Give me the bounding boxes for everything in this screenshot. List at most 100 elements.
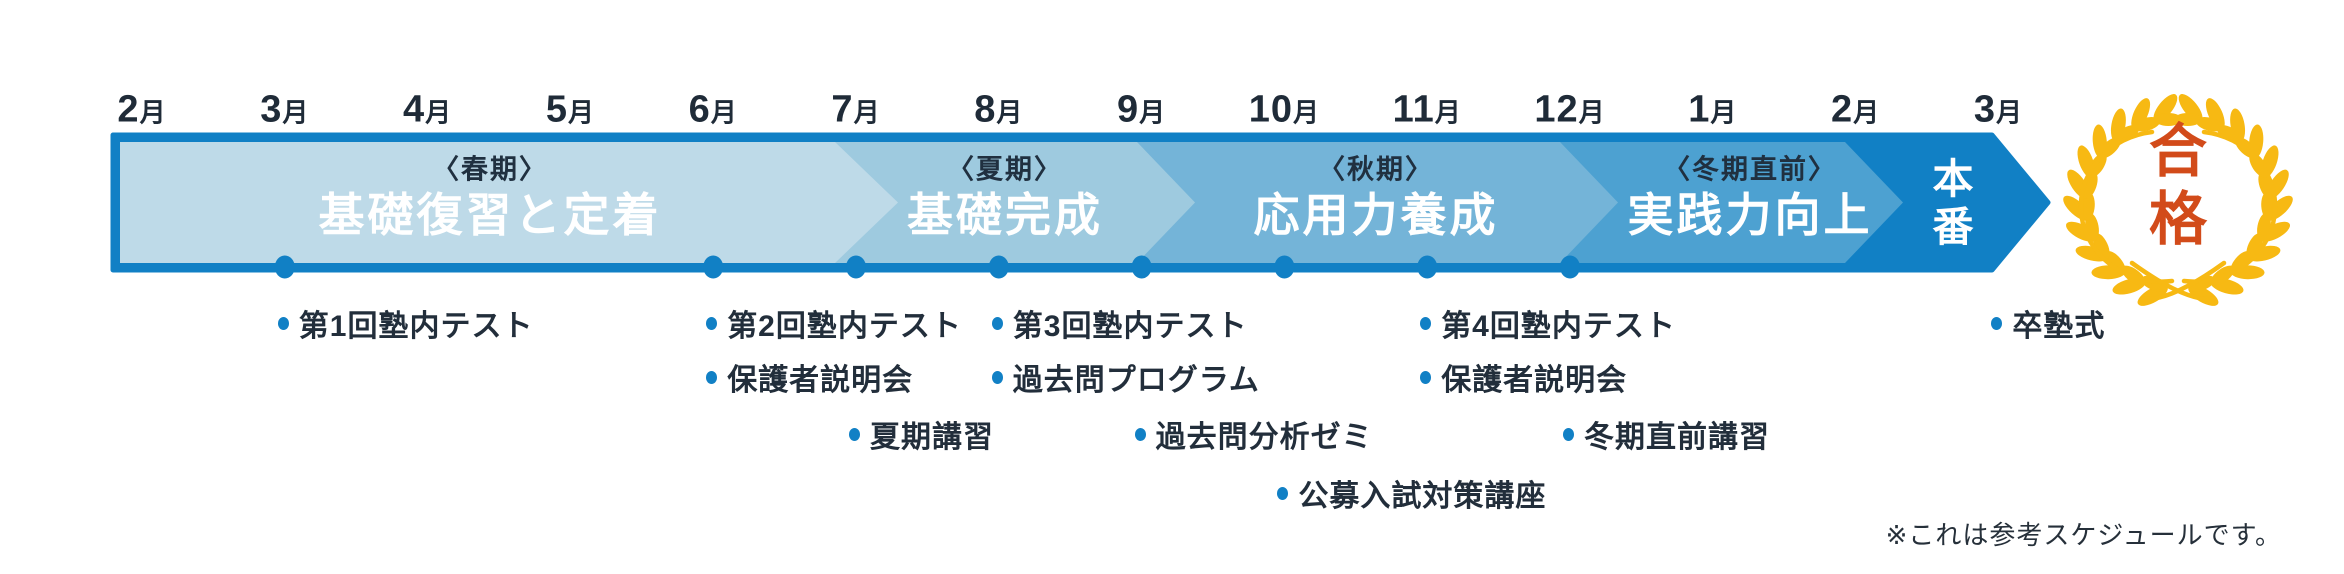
- wreath-leaf: [2173, 112, 2202, 126]
- wreath-leaf: [2205, 98, 2225, 130]
- event-label: 保護者説明会: [1441, 364, 1628, 397]
- month-unit: 月: [139, 97, 167, 128]
- event-bullet-icon: [991, 316, 1003, 330]
- event-bullet-icon: [1991, 316, 2003, 330]
- event-bullet-icon: [1134, 427, 1146, 441]
- month-unit: 月: [1710, 97, 1738, 128]
- event-item: 第2回塾内テスト: [706, 306, 962, 343]
- month-number: 4: [403, 88, 426, 131]
- milestone-dot: [988, 255, 1009, 279]
- phase-kicker: 〈秋期〉: [1318, 154, 1434, 185]
- phase-segment-4: [1560, 142, 1903, 263]
- month-unit: 月: [425, 97, 453, 128]
- milestone-dot: [1560, 255, 1580, 279]
- month-label: 5月: [546, 89, 595, 132]
- month-unit: 月: [1578, 97, 1606, 128]
- event-item: 公募入試対策講座: [1277, 476, 1546, 513]
- event-bullet-icon: [1277, 486, 1289, 500]
- month-unit: 月: [853, 97, 881, 128]
- event-bullet-icon: [277, 316, 289, 330]
- month-label: 3月: [260, 89, 309, 132]
- month-label: 4月: [403, 89, 452, 132]
- event-item: 第3回塾内テスト: [991, 306, 1248, 343]
- month-label: 8月: [974, 89, 1023, 132]
- milestone-dot: [1131, 255, 1152, 279]
- phase-title: 応用力養成: [1253, 189, 1499, 241]
- month-number: 3: [260, 88, 283, 131]
- wreath-leaf: [2081, 192, 2095, 221]
- month-label: 1月: [1688, 89, 1737, 132]
- month-number: 6: [688, 88, 711, 131]
- month-number: 7: [831, 88, 854, 131]
- wreath-stem: [2139, 260, 2227, 302]
- event-bullet-icon: [849, 427, 860, 441]
- event-label: 過去問プログラム: [1012, 364, 1260, 397]
- event-label: 過去問分析ゼミ: [1155, 421, 1373, 454]
- event-label: 公募入試対策講座: [1298, 480, 1547, 513]
- month-unit: 月: [1853, 97, 1881, 128]
- phase-kicker: 〈冬期直前〉: [1663, 154, 1837, 185]
- event-bullet-icon: [1420, 370, 1432, 384]
- month-unit: 月: [1434, 97, 1462, 128]
- event-item: 卒塾式: [1991, 306, 2105, 343]
- wreath-leaf: [2195, 117, 2224, 132]
- milestone-dot: [846, 255, 866, 279]
- wreath-leaf: [2132, 117, 2161, 132]
- event-item: 第1回塾内テスト: [277, 306, 534, 343]
- event-label: 第1回塾内テスト: [298, 310, 534, 343]
- month-number: 12: [1534, 88, 1579, 131]
- event-label: 保護者説明会: [727, 364, 914, 397]
- phase-segment-3: [1137, 142, 1618, 263]
- month-number: 9: [1117, 88, 1140, 131]
- month-unit: 月: [1139, 97, 1167, 128]
- month-unit: 月: [282, 97, 310, 128]
- month-unit: 月: [567, 97, 595, 128]
- event-label: 第4回塾内テスト: [1441, 310, 1676, 343]
- month-label: 2月: [117, 89, 166, 132]
- event-label: 第2回塾内テスト: [727, 310, 962, 343]
- milestone-dot: [703, 255, 724, 279]
- event-bullet-icon: [1420, 316, 1432, 330]
- event-item: 保護者説明会: [1420, 360, 1627, 397]
- month-label: 2月: [1831, 89, 1880, 132]
- event-label: 冬期直前講習: [1584, 421, 1770, 454]
- event-bullet-icon: [706, 370, 718, 384]
- month-unit: 月: [1995, 97, 2023, 128]
- month-number: 8: [974, 88, 997, 131]
- milestone-dot: [1417, 255, 1438, 279]
- phase-kicker: 〈夏期〉: [947, 154, 1063, 185]
- event-label: 夏期講習: [870, 421, 994, 454]
- reference-note: ※これは参考スケジュールです。: [1885, 520, 2282, 550]
- phase-segment-1: [120, 142, 898, 263]
- month-label: 10月: [1249, 89, 1320, 132]
- event-item: 冬期直前講習: [1563, 417, 1770, 454]
- wreath-leaf: [2246, 233, 2264, 260]
- wreath-leaf: [2216, 125, 2243, 143]
- phase-title: 基礎完成: [907, 189, 1103, 241]
- wreath-leaf: [2131, 98, 2151, 130]
- vertical-char: 格: [2148, 187, 2208, 253]
- wreath-leaf: [2113, 125, 2140, 143]
- event-label: 卒塾式: [2012, 310, 2106, 343]
- milestone-dot: [274, 255, 295, 279]
- event-label: 第3回塾内テスト: [1012, 310, 1248, 343]
- month-label: 3月: [1974, 89, 2023, 132]
- month-unit: 月: [996, 97, 1024, 128]
- month-number: 5: [545, 88, 568, 131]
- month-number: 10: [1248, 88, 1294, 131]
- vertical-char: 合: [2148, 119, 2208, 184]
- month-number: 3: [1973, 88, 1996, 131]
- wreath-leaf: [2154, 112, 2183, 126]
- phase-kicker: 〈春期〉: [432, 154, 548, 185]
- milestone-dot: [1274, 255, 1295, 279]
- month-unit: 月: [1293, 97, 1321, 128]
- month-label: 6月: [689, 89, 738, 132]
- vertical-char: 本: [1932, 156, 1974, 202]
- month-unit: 月: [710, 97, 738, 128]
- month-number: 1: [1688, 88, 1711, 131]
- wreath-leaf: [2092, 233, 2110, 260]
- phase-title: 実践力向上: [1627, 189, 1873, 241]
- event-item: 過去問プログラム: [991, 360, 1260, 397]
